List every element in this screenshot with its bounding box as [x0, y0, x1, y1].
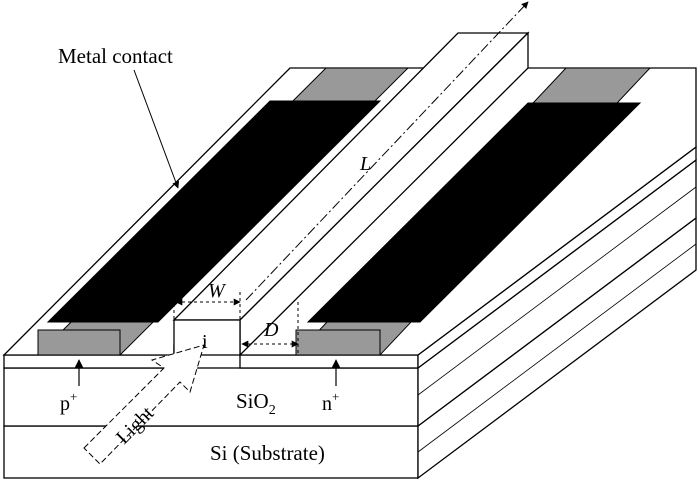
device-layer-right-front [239, 354, 419, 369]
side-shading [417, 186, 697, 453]
light-arrow [83, 344, 205, 465]
metal-contact-label: Metal contact [58, 44, 173, 68]
p-label: p+ [60, 389, 77, 415]
metal-contact-leader [133, 69, 180, 189]
metal-contact-left [46, 100, 382, 323]
rib-front [173, 319, 241, 356]
oxide-label: SiO2 [236, 389, 276, 418]
oxide-front [3, 367, 419, 427]
length-label: L [359, 153, 371, 175]
substrate-label: Si (Substrate) [210, 441, 325, 465]
n-label: n+ [322, 389, 339, 415]
metal-contacts [46, 100, 642, 323]
rib-waveguide [172, 31, 530, 357]
distance-label: D [263, 319, 279, 341]
substrate-front [3, 425, 419, 479]
device-layer-left-front [3, 354, 175, 369]
front-face [3, 354, 419, 479]
width-label: W [208, 280, 227, 302]
length-arrow [245, 1, 529, 301]
intrinsic-label: i [202, 331, 208, 353]
metal-contact-right [306, 102, 642, 323]
